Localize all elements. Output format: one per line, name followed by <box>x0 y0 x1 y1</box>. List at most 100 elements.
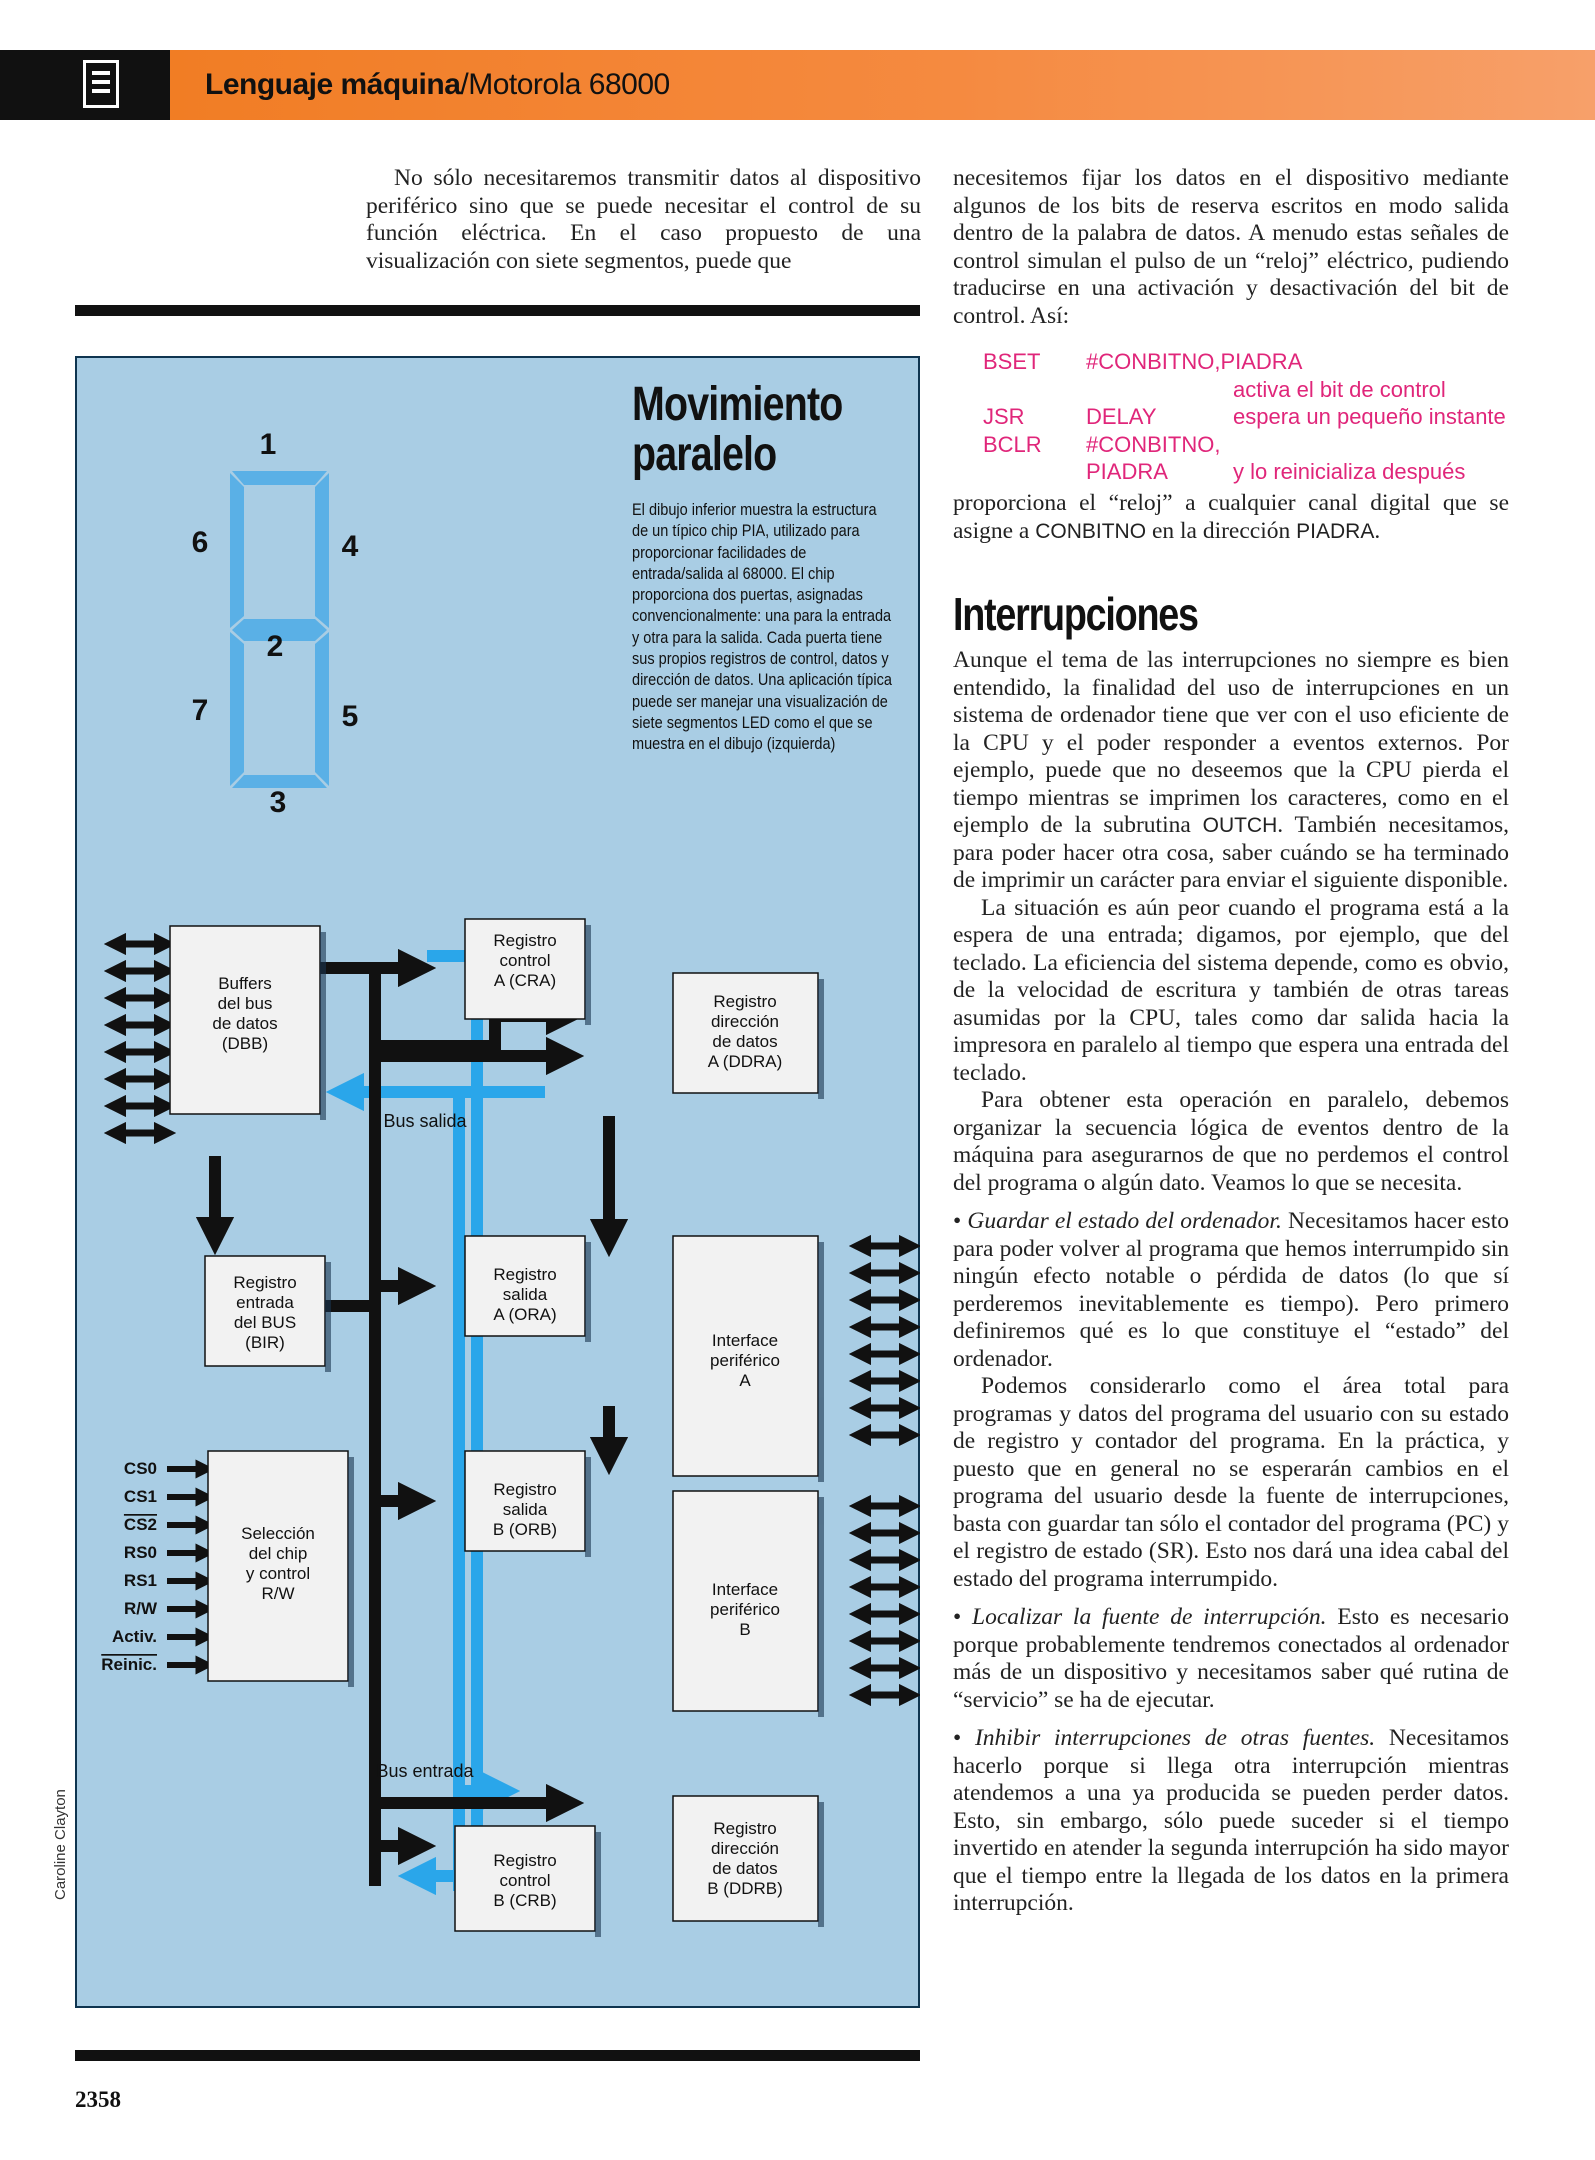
pin-label: CS1 <box>124 1487 157 1506</box>
ddrb-block <box>672 1795 819 1922</box>
segment-1 <box>232 471 327 485</box>
bullet-item: • Guardar el estado del ordenador. Neces… <box>953 1208 1509 1372</box>
block-label: de datos <box>712 1032 777 1051</box>
code-op: JSR <box>983 404 1025 429</box>
paragraph: La situación es aún peor cuando el progr… <box>953 894 1509 1086</box>
block-label: A (ORA) <box>493 1305 556 1324</box>
interrupts-text: Aunque el tema de las interrupciones no … <box>953 647 1509 1918</box>
intro-paragraph: No sólo necesitaremos transmitir datos a… <box>366 165 921 274</box>
col2-paragraph-1: necesitemos fijar los datos en el dispos… <box>953 165 1509 329</box>
dbb-block <box>169 925 321 1115</box>
block-label: y control <box>246 1564 310 1583</box>
code-op: BSET <box>983 349 1041 374</box>
segment-label: 5 <box>342 700 359 733</box>
section-heading: Interrupciones <box>953 588 1199 640</box>
bir-block <box>204 1255 326 1367</box>
bullet-item: • Inhibir interrupciones de otras fuente… <box>953 1725 1509 1916</box>
block-label: dirección <box>711 1012 779 1031</box>
segment-4 <box>315 473 329 628</box>
block-label: dirección <box>711 1839 779 1858</box>
peripheral-arrows <box>848 1234 920 1707</box>
block-label: entrada <box>236 1293 294 1312</box>
bullet-item: • Localizar la fuente de interrupción. E… <box>953 1604 1510 1713</box>
block-label: Interface <box>712 1580 778 1599</box>
block-label: B (CRB) <box>493 1891 556 1910</box>
header-bar <box>0 50 1595 120</box>
block-label: A <box>739 1371 751 1390</box>
ora-block <box>464 1235 586 1337</box>
code-arg: PIADRA <box>1086 459 1168 484</box>
block-label: del bus <box>218 994 273 1013</box>
register-blocks <box>169 918 819 1932</box>
paragraph: Podemos considerarlo como el área total … <box>953 1373 1509 1592</box>
cra-block <box>464 918 586 1020</box>
crb-block <box>454 1825 596 1932</box>
block-label: B <box>739 1620 750 1639</box>
segment-6 <box>230 473 244 628</box>
block-label: Registro <box>713 1819 776 1838</box>
block-label: Registro <box>713 992 776 1011</box>
segment-label: 1 <box>260 428 277 461</box>
block-label: Registro <box>493 1851 556 1870</box>
block-label: Buffers <box>218 974 272 993</box>
block-label: A (CRA) <box>494 971 556 990</box>
ddra-block <box>672 972 819 1094</box>
block-label: B (ORB) <box>493 1520 557 1539</box>
segment-2 <box>232 619 327 641</box>
block-label: B (DDRB) <box>707 1879 783 1898</box>
paragraph: Para obtener esta operación en paralelo,… <box>953 1087 1509 1196</box>
pin-label: CS0 <box>124 1459 157 1478</box>
pin-label: RS0 <box>124 1543 157 1562</box>
bottom-rule <box>75 2050 920 2061</box>
bus-salida-label: Bus salida <box>383 1111 467 1131</box>
page-number: 2358 <box>75 2087 121 2112</box>
orb-block <box>464 1450 586 1552</box>
chip-select-block <box>207 1450 349 1682</box>
block-label: del chip <box>249 1544 308 1563</box>
code-arg: #CONBITNO,PIADRA <box>1086 349 1303 374</box>
block-label: control <box>499 1871 550 1890</box>
segment-3 <box>232 775 327 788</box>
segment-label: 4 <box>342 530 359 563</box>
pia-diagram: 1 6 4 2 7 5 3 <box>101 428 920 1937</box>
code-comment: espera un pequeño instante <box>1233 404 1506 429</box>
block-label: de datos <box>712 1859 777 1878</box>
block-label: Registro <box>233 1273 296 1292</box>
block-label: Registro <box>493 1480 556 1499</box>
block-label: periférico <box>710 1351 780 1370</box>
block-label: del BUS <box>234 1313 296 1332</box>
code-block: BSET #CONBITNO,PIADRA activa el bit de c… <box>953 348 1513 488</box>
control-input-arrows <box>167 1459 215 1675</box>
photo-credit: Caroline Clayton <box>52 1789 69 1900</box>
block-label: de datos <box>212 1014 277 1033</box>
data-bus-arrows <box>103 932 177 1145</box>
figure-caption: El dibujo inferior muestra la estructura… <box>632 501 892 754</box>
block-label: Registro <box>493 931 556 950</box>
pin-label: CS2 <box>124 1515 157 1534</box>
top-rule <box>75 305 920 316</box>
block-label: R/W <box>261 1584 294 1603</box>
code-comment: y lo reinicializa después <box>1233 459 1466 484</box>
col2-paragraph-2: proporciona el “reloj” a cualquier canal… <box>953 490 1509 544</box>
segment-7 <box>230 632 244 786</box>
block-label: control <box>499 951 550 970</box>
block-label: Interface <box>712 1331 778 1350</box>
segment-label: 7 <box>192 694 209 727</box>
block-label: (BIR) <box>245 1333 285 1352</box>
pin-label: RS1 <box>124 1571 157 1590</box>
segment-5 <box>315 632 329 786</box>
code-arg: #CONBITNO, <box>1086 431 1221 457</box>
block-label: salida <box>503 1500 548 1519</box>
bus-entrada-label: Bus entrada <box>376 1761 474 1781</box>
segment-label: 2 <box>267 630 284 663</box>
pin-label: Activ. <box>112 1627 157 1646</box>
code-op: BCLR <box>983 431 1042 457</box>
pin-label: R/W <box>124 1599 158 1618</box>
paragraph: Aunque el tema de las interrupciones no … <box>953 647 1509 893</box>
document-icon <box>83 60 119 108</box>
header-title: Lenguaje máquina/Motorola 68000 <box>205 68 670 101</box>
block-label: Selección <box>241 1524 315 1543</box>
block-label: Registro <box>493 1265 556 1284</box>
pin-label: Reinic. <box>101 1655 157 1674</box>
